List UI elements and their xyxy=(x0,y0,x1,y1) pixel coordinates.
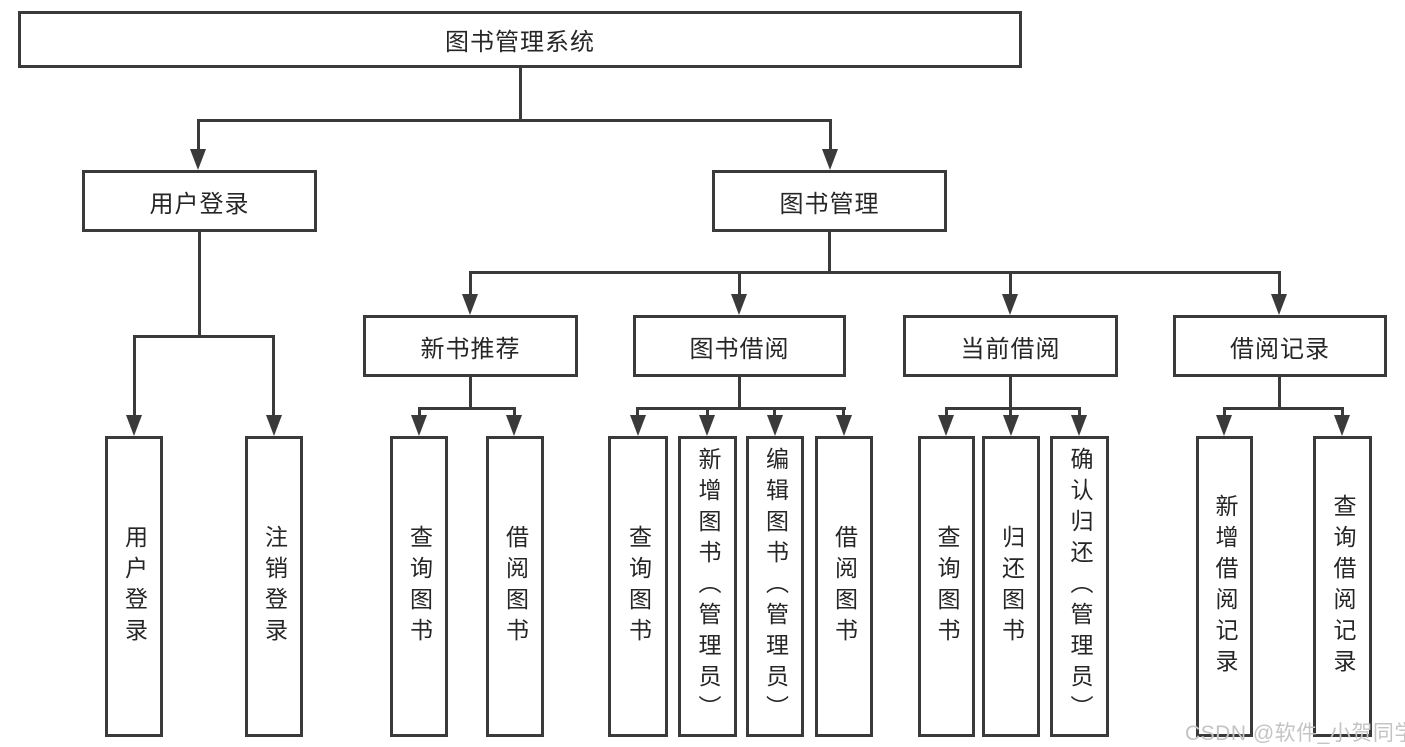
leaf-borrow-books-recommend: 借阅图书 xyxy=(486,436,544,737)
leaf-return-books: 归还图书 xyxy=(982,436,1040,737)
leaf-label: 查询借阅记录 xyxy=(1330,493,1356,680)
leaf-label: 新增借阅记录 xyxy=(1212,493,1238,680)
node-borrowing-records: 借阅记录 xyxy=(1173,315,1387,377)
connector-arrowhead xyxy=(836,415,852,436)
connector xyxy=(1278,271,1281,298)
node-book-management: 图书管理 xyxy=(712,170,947,232)
connector xyxy=(829,119,832,153)
connector xyxy=(197,119,200,153)
connector xyxy=(198,230,201,338)
connector-arrowhead xyxy=(1216,415,1232,436)
connector-arrowhead xyxy=(506,415,522,436)
node-label: 图书借阅 xyxy=(689,335,790,363)
leaf-label: 确认归还（管理员） xyxy=(1067,447,1093,726)
leaf-label: 归还图书 xyxy=(998,524,1025,649)
node-user-login: 用户登录 xyxy=(82,170,317,232)
connector xyxy=(1009,271,1012,298)
leaf-label: 查询图书 xyxy=(934,524,960,649)
leaf-edit-book-admin: 编辑图书（管理员） xyxy=(746,436,804,737)
connector xyxy=(1223,407,1344,410)
leaf-label: 查询图书 xyxy=(406,524,433,649)
connector xyxy=(519,66,522,122)
connector xyxy=(1009,375,1012,410)
leaf-add-book-admin: 新增图书（管理员） xyxy=(678,436,737,737)
node-label: 借阅记录 xyxy=(1230,335,1330,363)
connector xyxy=(272,335,275,419)
connector xyxy=(636,407,639,419)
connector xyxy=(706,407,709,419)
node-new-book-recommendation: 新书推荐 xyxy=(363,315,578,377)
connector xyxy=(828,230,831,274)
leaf-label: 借阅图书 xyxy=(502,524,529,649)
connector-arrowhead xyxy=(462,294,478,315)
connector-arrowhead xyxy=(1002,294,1018,315)
connector-arrowhead xyxy=(731,294,747,315)
connector xyxy=(418,407,516,410)
node-label: 图书管理系统 xyxy=(445,29,595,56)
node-label: 新书推荐 xyxy=(420,335,521,363)
node-label: 图书管理 xyxy=(779,190,880,218)
connector-arrowhead xyxy=(767,415,783,436)
connector-arrowhead xyxy=(822,149,838,170)
leaf-label: 新增图书（管理员） xyxy=(695,447,721,726)
connector xyxy=(738,271,741,298)
connector-arrowhead xyxy=(1271,294,1287,315)
connector-arrowhead xyxy=(699,415,715,436)
node-book-borrowing: 图书借阅 xyxy=(633,315,846,377)
connector xyxy=(133,335,136,419)
node-current-borrowing: 当前借阅 xyxy=(903,315,1118,377)
leaf-query-books-current: 查询图书 xyxy=(918,436,975,737)
connector-arrowhead xyxy=(1071,415,1087,436)
connector xyxy=(469,271,1281,274)
leaf-query-books-borrowing: 查询图书 xyxy=(608,436,668,737)
connector-arrowhead xyxy=(630,415,646,436)
connector xyxy=(636,407,846,410)
leaf-borrow-books: 借阅图书 xyxy=(815,436,873,737)
connector xyxy=(945,407,948,419)
connector xyxy=(513,407,516,419)
connector-arrowhead xyxy=(126,415,142,436)
connector-arrowhead xyxy=(938,415,954,436)
connector-arrowhead xyxy=(190,149,206,170)
leaf-label: 借阅图书 xyxy=(831,524,858,649)
leaf-user-login: 用户登录 xyxy=(105,436,163,737)
leaf-label: 编辑图书（管理员） xyxy=(762,447,789,726)
connector xyxy=(1341,407,1344,419)
connector xyxy=(842,407,845,419)
connector-arrowhead xyxy=(266,415,282,436)
connector xyxy=(469,271,472,298)
connector xyxy=(133,335,275,338)
connector-arrowhead xyxy=(1003,415,1019,436)
leaf-logout: 注销登录 xyxy=(245,436,303,737)
leaf-query-borrow-record: 查询借阅记录 xyxy=(1313,436,1372,737)
connector xyxy=(1278,375,1281,410)
connector xyxy=(418,407,421,419)
leaf-label: 注销登录 xyxy=(261,524,288,649)
leaf-add-borrow-record: 新增借阅记录 xyxy=(1196,436,1253,737)
connector xyxy=(1078,407,1081,419)
connector xyxy=(1223,407,1226,419)
node-label: 当前借阅 xyxy=(960,335,1061,363)
node-library-management-system: 图书管理系统 xyxy=(18,11,1022,68)
connector xyxy=(469,375,472,410)
connector xyxy=(197,119,832,122)
leaf-query-books-recommend: 查询图书 xyxy=(390,436,448,737)
leaf-label: 用户登录 xyxy=(121,524,148,649)
leaf-label: 查询图书 xyxy=(625,524,652,649)
connector-arrowhead xyxy=(411,415,427,436)
csdn-watermark: CSDN @软件_小贺同学 xyxy=(1185,722,1405,745)
connector xyxy=(738,375,741,410)
connector xyxy=(945,407,1081,410)
connector-arrowhead xyxy=(1334,415,1350,436)
leaf-confirm-return-admin: 确认归还（管理员） xyxy=(1050,436,1109,737)
connector xyxy=(773,407,776,419)
node-label: 用户登录 xyxy=(149,190,250,218)
connector xyxy=(1009,407,1012,419)
